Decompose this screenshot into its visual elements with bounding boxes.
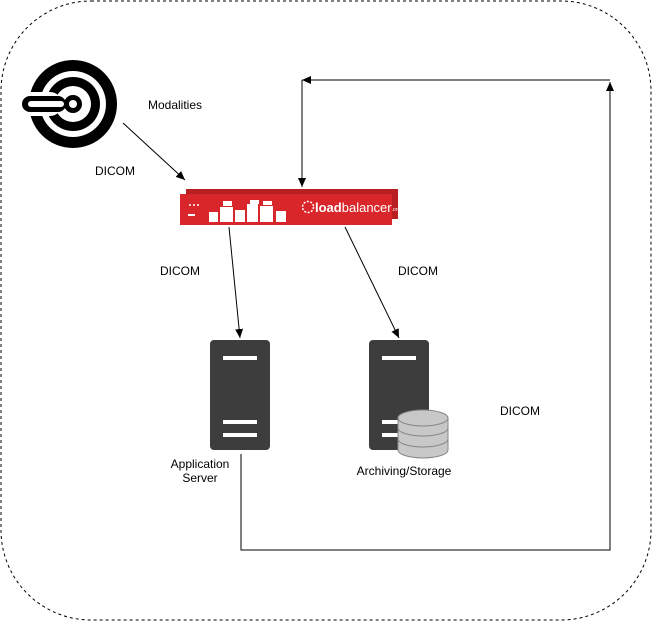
app-server-label: Application Server <box>171 457 230 485</box>
dicom-modalities-label: DICOM <box>95 164 135 178</box>
dicom-storage-label: DICOM <box>398 264 438 278</box>
app-server-label-line2: Server <box>182 471 218 485</box>
database-icon <box>397 409 449 459</box>
appliance-to-storage-arrow <box>344 226 400 339</box>
dicom-app-server-label: DICOM <box>160 264 200 278</box>
app-server-label-line1: Application <box>170 457 230 471</box>
modalities-to-appliance-arrow <box>122 122 186 181</box>
appliance-brand-text: loadbalancer.org <box>315 200 400 215</box>
modalities-label: Modalities <box>148 98 203 112</box>
return-path-to-storage-side <box>240 82 614 551</box>
server-tower-icon <box>210 340 270 450</box>
appliance-to-app-server-arrow <box>228 226 244 339</box>
load-balancer-appliance-icon <box>180 189 398 225</box>
mri-scanner-icon <box>18 60 117 148</box>
archiving-storage-label: Archiving/Storage <box>356 464 452 478</box>
dicom-return-label: DICOM <box>500 404 540 418</box>
